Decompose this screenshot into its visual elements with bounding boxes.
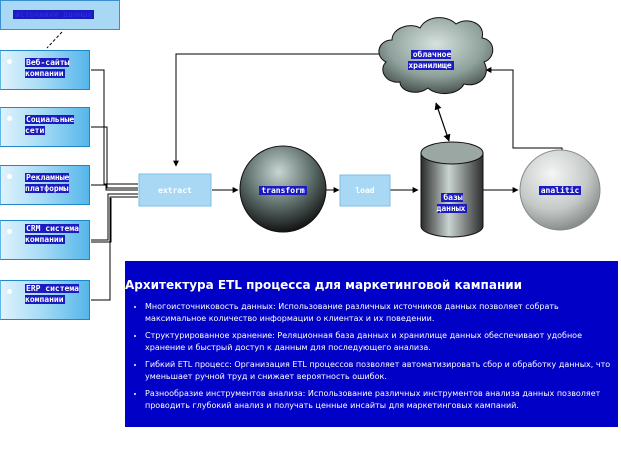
source-label: Рекламные платформы: [25, 173, 70, 193]
bullet-icon: [7, 229, 12, 234]
bullet-icon: [7, 116, 12, 121]
db-cloud-arrow: [434, 102, 451, 142]
database-cylinder: [420, 141, 484, 238]
load-box: [339, 174, 391, 207]
item-text: Организация ETL процессов позволяет авто…: [145, 360, 611, 381]
cloud-label: облачное хранилище: [408, 50, 454, 70]
source-ads: Рекламные платформы: [0, 165, 90, 205]
source-erp: ERP система компании: [0, 280, 90, 320]
database-label: базы данных: [436, 193, 468, 213]
info-title: Архитектура ETL процесса для маркетингов…: [125, 278, 523, 292]
item-text: Реляционная база данных и хранилище данн…: [145, 331, 582, 352]
source-connectors: [91, 69, 138, 301]
list-item: Гибкий ETL процесс: Организация ETL проц…: [145, 359, 612, 383]
item-heading: Гибкий ETL процесс:: [145, 360, 232, 369]
item-heading: Многоисточниковость данных:: [145, 302, 276, 311]
source-crm: CRM система компании: [0, 220, 90, 260]
info-panel: Архитектура ETL процесса для маркетингов…: [125, 261, 618, 427]
source-label: ERP система компании: [25, 284, 79, 304]
analytics-label: analitic: [538, 186, 582, 195]
list-item: Структурированное хранение: Реляционная …: [145, 330, 612, 354]
analytics-to-cloud-arrow: [485, 67, 563, 150]
load-label: load: [355, 186, 375, 195]
item-heading: Разнообразие инструментов анализа:: [145, 389, 306, 398]
extract-box: [138, 173, 212, 207]
source-label: CRM система компании: [25, 224, 79, 244]
item-text: Использование различных инструментов ана…: [145, 389, 601, 410]
extract-label: extract: [158, 186, 192, 195]
info-list: Многоисточниковость данных: Использовани…: [125, 301, 618, 412]
item-text: Использование различных источников данны…: [145, 302, 559, 323]
source-social: Социальные сети: [0, 107, 90, 147]
data-sources-title: источники данных: [13, 10, 95, 19]
source-label: Веб-сайты компании: [25, 58, 70, 78]
dashed-link: [46, 31, 63, 49]
source-label: Социальные сети: [25, 115, 75, 135]
bullet-icon: [7, 174, 12, 179]
bullet-icon: [7, 289, 12, 294]
cloud-to-extract-arrow: [173, 53, 383, 167]
item-heading: Структурированное хранение:: [145, 331, 275, 340]
transform-label: transform: [259, 186, 307, 195]
data-sources-header: источники данных: [0, 0, 120, 30]
source-websites: Веб-сайты компании: [0, 50, 90, 90]
list-item: Многоисточниковость данных: Использовани…: [145, 301, 612, 325]
bullet-icon: [7, 59, 12, 64]
list-item: Разнообразие инструментов анализа: Испол…: [145, 388, 612, 412]
